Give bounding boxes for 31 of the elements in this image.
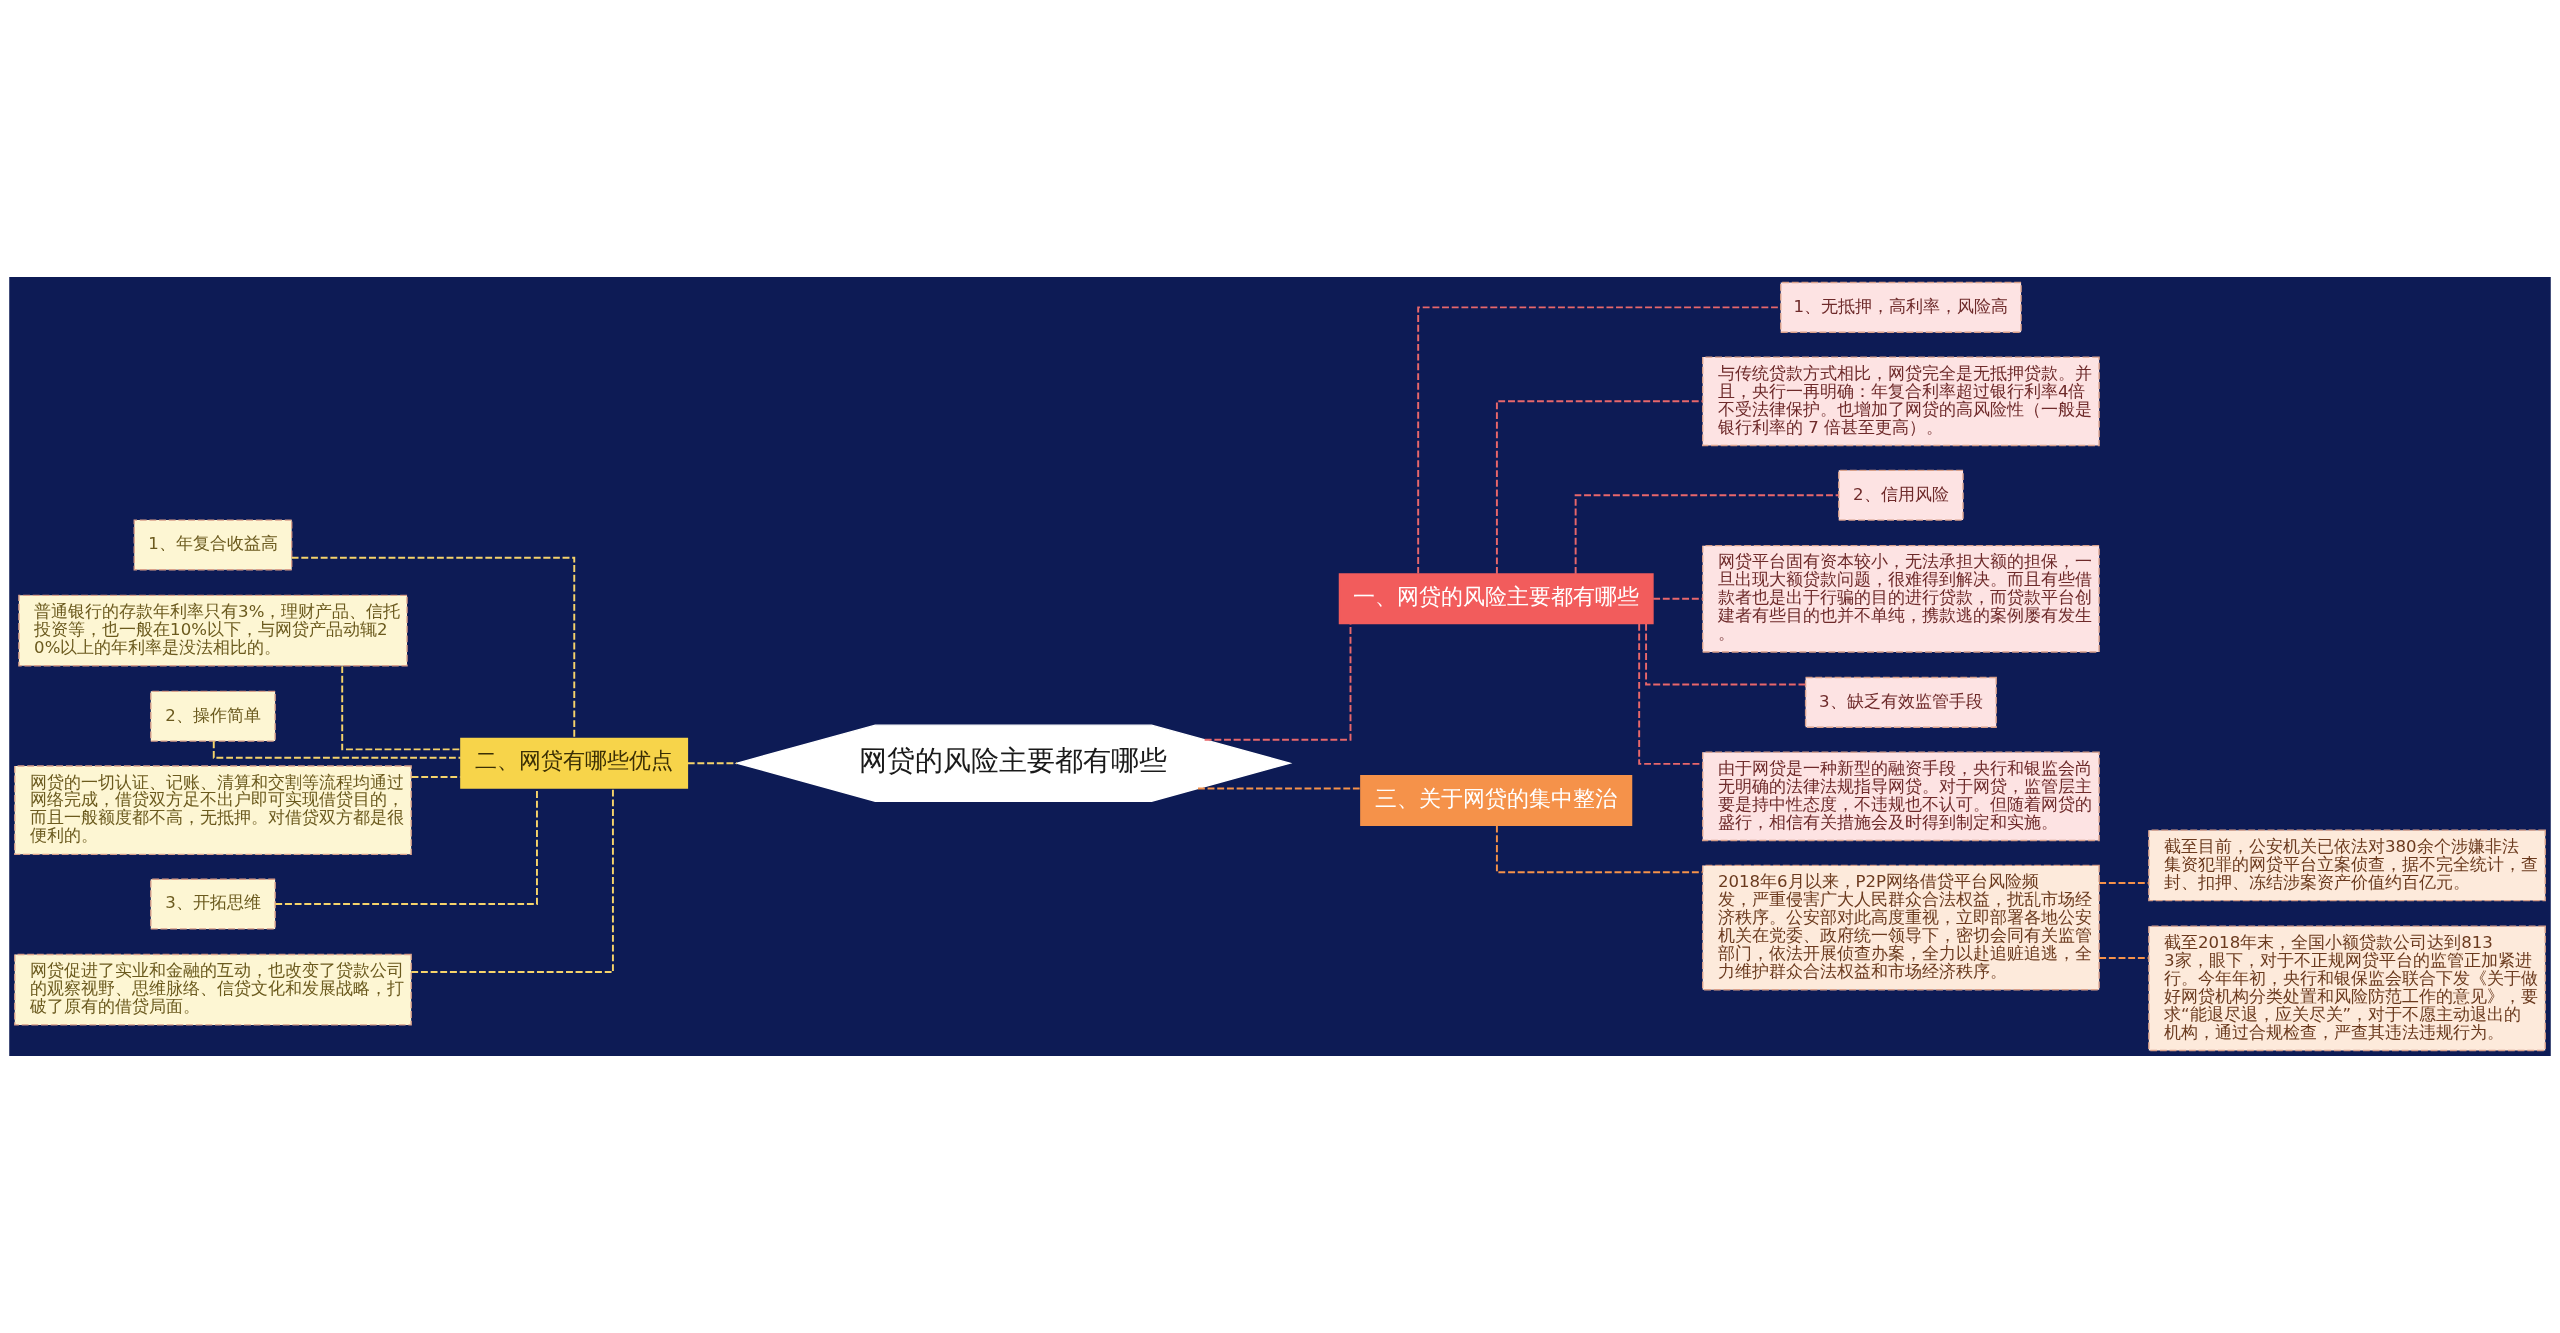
connector (1652, 597, 1704, 600)
node-box: 3、缺乏有效监管手段 (1804, 676, 1997, 728)
node-box: 由于网贷是一种新型的融资手段，央行和银监会尚无明确的法律法规指导网贷。对于网贷，监管层主要是持中性态度，不违规也不认可。但随着网贷的盛行，相信有关措施会及时得到制定和实施。 (1702, 751, 2100, 842)
node-box: 2、操作简单 (150, 690, 276, 742)
node-box: 2、信用风险 (1838, 469, 1964, 521)
connector (341, 665, 462, 751)
connector (2098, 956, 2150, 959)
connector (686, 762, 739, 765)
node-box: 3、开拓思维 (150, 878, 276, 930)
node-box: 与传统贷款方式相比，网贷完全是无抵押贷款。并且，央行一再明确：年复合利率超过银行利率4倍不受法律保护。也增加了网贷的高风险性（一般是银行利率的 7 倍甚至更高）。 (1702, 356, 2100, 447)
node-box: 2018年6月以来，P2P网络借贷平台风险频发，严重侵害广大人民群众合法权益，扰乱市场经济秩序。公安部对此高度重视，立即部署各地公安机关在党委、政府统一领导下，密切会同有关监管部门，依法开展侦查办案，全力以赴追赃追逃，全力维护群众合法权益和市场经济秩序。 (1702, 864, 2100, 991)
node-box: 截至目前，公安机关已依法对380余个涉嫌非法集资犯罪的网贷平台立案侦查，据不完全统计，查封、扣押、冻结涉案资产价值约百亿元。 (2148, 829, 2546, 902)
connector (1574, 494, 1840, 575)
node-box: 二、网贷有哪些优点 (460, 737, 689, 789)
node-box: 网贷促进了实业和金融的互动，也改变了贷款公司的观察视野、思维脉络、信贷文化和发展战略，打破了原有的借贷局面。 (14, 953, 412, 1026)
connector (2098, 882, 2150, 884)
node-box: 1、无抵押，高利率，风险高 (1780, 281, 2022, 333)
node-box: 普通银行的存款年利率只有3%，理财产品、信托投资等，也一般在10%以下，与网贷产品动辄20%以上的年利率是没法相比的。 (18, 594, 408, 667)
node-box: 三、关于网贷的集中整治 (1360, 774, 1633, 827)
connector (410, 787, 614, 974)
connector (1638, 622, 1704, 765)
node-box: 网贷平台固有资本较小，无法承担大额的担保，一旦出现大额贷款问题，很难得到解决。而且有些借款者也是出于行骗的目的进行贷款，而贷款平台创建者有些目的也并不单纯，携款逃的案例屡有发生。 (1702, 544, 2100, 653)
connector (1197, 787, 1362, 790)
node-box: 网贷的一切认证、记账、清算和交割等流程均通过网络完成，借贷双方足不出户即可实现借贷目的，而且一般额度都不高，无抵押。对借贷双方都是很便利的。 (14, 765, 412, 856)
node-box: 截至2018年末，全国小额贷款公司达到8133家，眼下，对于不正规网贷平台的监管正加紧进行。今年年初，央行和银保监会联合下发《关于做好网贷机构分类处置和风险防范工作的意见》，要求“能退尽退，应关尽关”，对于不愿主动退出的机构，通过合规检查，严查其违法违规行为。 (2148, 925, 2546, 1052)
connector (1645, 623, 1807, 686)
connector (290, 556, 576, 739)
node-box: 1、年复合收益高 (133, 519, 293, 571)
connector (1495, 400, 1704, 575)
connector (212, 740, 462, 759)
node-box: 一、网贷的风险主要都有哪些 (1338, 573, 1654, 625)
